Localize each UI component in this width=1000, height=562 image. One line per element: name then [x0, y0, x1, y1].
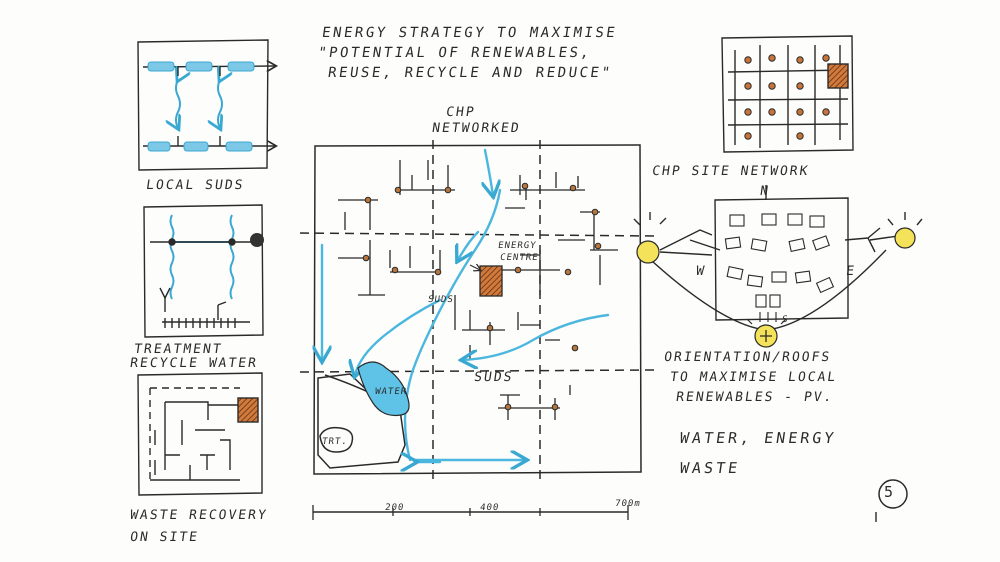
local-suds-diagram [137, 39, 275, 171]
chp-site-network-label: CHP SITE NETWORK [651, 164, 811, 179]
page-number: 5 [884, 483, 897, 501]
sun-south [746, 318, 787, 348]
orientation-line-1: ORIENTATION/ROOFS [663, 350, 833, 365]
waste-label-1: WASTE RECOVERY [129, 508, 269, 523]
title-line-3: REUSE, RECYCLE AND REDUCE" [326, 65, 614, 81]
chp-label: CHP [445, 105, 477, 120]
page-number-circle [878, 479, 908, 509]
scale-tick-400: 400 [479, 503, 500, 513]
scale-tick-700: 700m [614, 499, 642, 509]
water-channels [322, 148, 610, 462]
orientation-diagram [633, 185, 923, 331]
waste-label-2: ON SITE [129, 530, 200, 545]
title-line-2: "POTENTIAL OF RENEWABLES, [316, 45, 593, 61]
orientation-line-2: TO MAXIMISE LOCAL [669, 370, 839, 385]
water-label: WATER [374, 387, 408, 397]
orientation-line-3: RENEWABLES - PV. [675, 390, 835, 405]
treatment-diagram [143, 204, 264, 338]
summary-line-1: WATER, ENERGY [678, 429, 838, 447]
suds-upper-label: SUDS [427, 295, 455, 305]
masterplan-site-map [299, 140, 656, 520]
treatment-label-2: RECYCLE WATER [129, 356, 259, 371]
centre-label: CENTRE [499, 253, 540, 263]
scale-tick-200: 200 [384, 503, 405, 513]
local-suds-label: LOCAL SUDS [145, 178, 246, 193]
title-line-1: ENERGY STRATEGY TO MAXIMISE [320, 25, 619, 41]
summary-line-2: WASTE [678, 459, 742, 477]
sun-east [894, 227, 916, 249]
energy-centre-block [479, 265, 503, 297]
networked-label: NETWORKED [431, 121, 522, 136]
suds-lower-label: SUDS [473, 370, 515, 385]
waste-diagram [137, 372, 263, 496]
chp-site-network-diagram [721, 35, 854, 153]
sun-west [636, 240, 660, 264]
trt-label: TRT. [321, 437, 349, 447]
